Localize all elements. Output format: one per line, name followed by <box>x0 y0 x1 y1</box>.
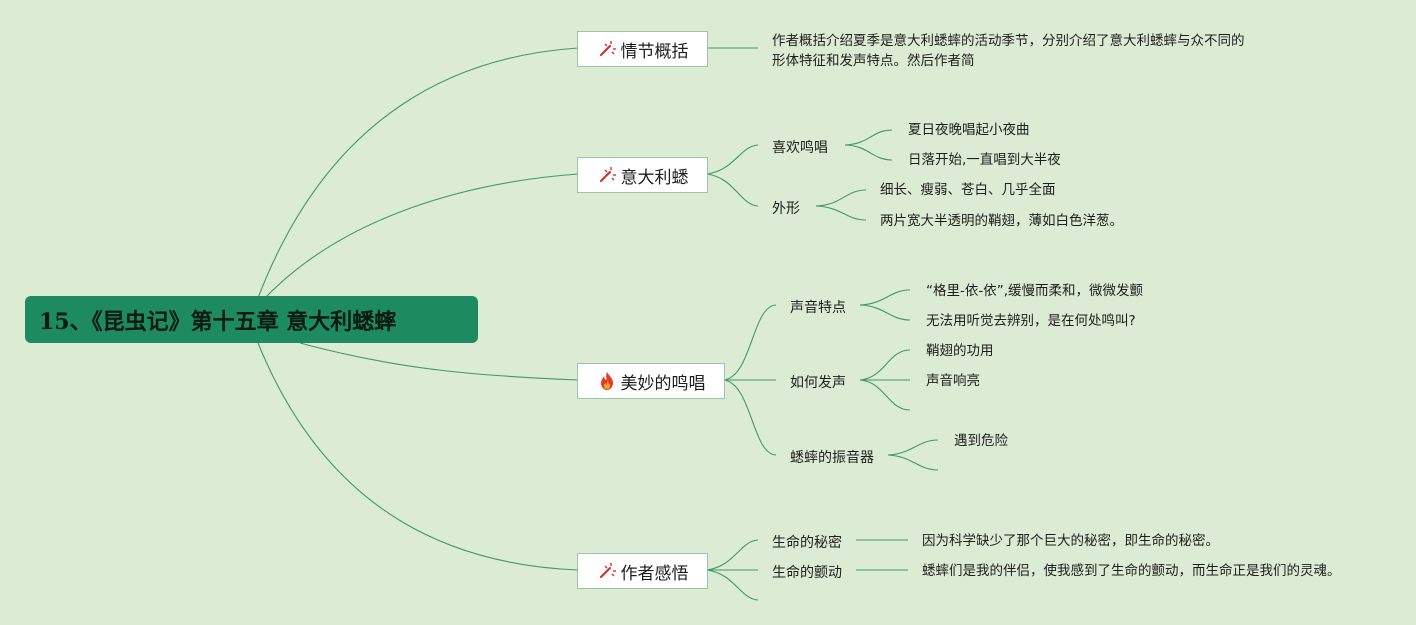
leaf-appearance-2[interactable]: 两片宽大半透明的鞘翅，薄如白色洋葱。 <box>880 213 1123 229</box>
link-likes-leaf1 <box>844 129 893 146</box>
link-sound-leaf2 <box>859 304 911 321</box>
link-how-leaf1 <box>859 349 911 381</box>
plot-summary-line1: 作者概括介绍夏季是意大利蟋蟀的活动季节，分别介绍了意大利蟋蟀与众不同的 <box>772 33 1245 49</box>
leaf-appearance-1[interactable]: 细长、瘦弱、苍白、几乎全面 <box>880 182 1056 198</box>
link-appearance-leaf2 <box>815 205 867 221</box>
link-insight-secret <box>706 539 759 571</box>
link-cricket-likes <box>706 144 759 175</box>
branch-label: 作者感悟 <box>620 563 689 584</box>
link-cricket-appearance <box>706 173 759 207</box>
link-resonator-leaf2 <box>887 454 939 471</box>
leaf-pulse-text[interactable]: 蟋蟀们是我的伴侣，使我感到了生命的颤动，而生命正是我们的灵魂。 <box>922 563 1341 579</box>
leaf-how-1[interactable]: 鞘翅的功用 <box>926 343 994 359</box>
leaf-likes-1[interactable]: 夏日夜晚唱起小夜曲 <box>908 122 1030 138</box>
sub-likes-singing[interactable]: 喜欢鸣唱 <box>772 140 828 156</box>
link-how-leaf3 <box>859 379 911 411</box>
branch-author-insight[interactable]: 作者感悟 <box>577 553 708 589</box>
magic-wand-icon <box>597 165 617 185</box>
root-title: 15、《昆虫记》第十五章 意大利蟋蟀 <box>39 308 397 335</box>
branch-italian-cricket[interactable]: 意大利蟋 <box>577 157 708 193</box>
leaf-likes-2[interactable]: 日落开始,一直唱到大半夜 <box>908 152 1061 168</box>
root-topic[interactable]: 15、《昆虫记》第十五章 意大利蟋蟀 <box>25 296 478 343</box>
branch-label: 意大利蟋 <box>620 167 689 188</box>
magic-wand-icon <box>597 39 617 59</box>
sub-how-sound[interactable]: 如何发声 <box>790 375 846 391</box>
branch-label: 情节概括 <box>620 41 689 62</box>
link-sound-leaf1 <box>859 289 911 306</box>
link-likes-leaf2 <box>844 144 893 161</box>
link-root-plot <box>257 47 579 299</box>
branch-label: 美妙的鸣唱 <box>620 373 706 394</box>
leaf-resonator-1[interactable]: 遇到危险 <box>954 433 1008 449</box>
fire-icon <box>597 371 617 391</box>
sub-resonator[interactable]: 蟋蟀的振音器 <box>790 450 874 466</box>
branch-plot-summary[interactable]: 情节概括 <box>577 31 708 67</box>
link-singing-sound <box>723 304 777 381</box>
sub-sound-features[interactable]: 声音特点 <box>790 300 846 316</box>
link-root-singing <box>299 342 579 381</box>
link-insight-empty <box>706 569 759 601</box>
leaf-secret-text[interactable]: 因为科学缺少了那个巨大的秘密，即生命的秘密。 <box>922 533 1219 549</box>
link-root-insight <box>257 342 579 571</box>
leaf-sound-2[interactable]: 无法用听觉去辨别，是在何处鸣叫? <box>926 313 1136 329</box>
leaf-sound-1[interactable]: “格里-依-依”,缓慢而柔和，微微发颤 <box>926 283 1144 299</box>
plot-summary-line2: 形体特征和发声特点。然后作者简 <box>772 53 975 69</box>
magic-wand-icon <box>597 561 617 581</box>
link-appearance-leaf1 <box>815 189 867 207</box>
leaf-how-2[interactable]: 声音响亮 <box>926 373 980 389</box>
link-singing-resonator <box>723 379 777 456</box>
branch-wonderful-singing[interactable]: 美妙的鸣唱 <box>577 363 725 399</box>
sub-life-secret[interactable]: 生命的秘密 <box>772 535 842 551</box>
link-resonator-leaf1 <box>887 439 939 456</box>
sub-appearance[interactable]: 外形 <box>772 201 800 217</box>
link-root-cricket <box>264 173 579 299</box>
sub-life-pulse[interactable]: 生命的颤动 <box>772 565 842 581</box>
